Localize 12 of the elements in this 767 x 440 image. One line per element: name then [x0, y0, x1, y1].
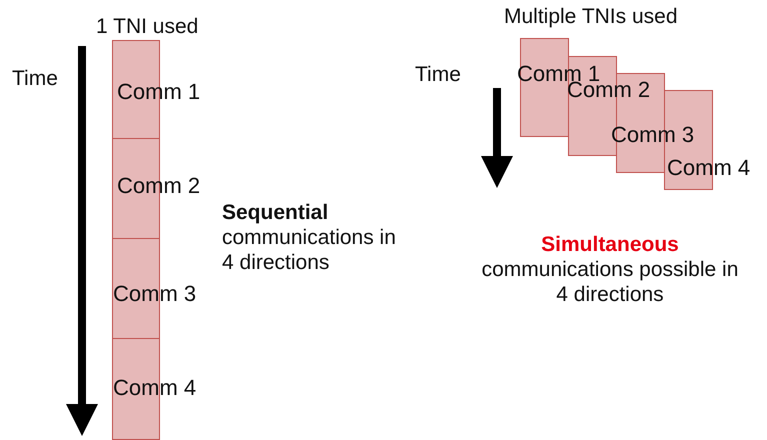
axis-label: Time [415, 62, 461, 87]
box-label: Comm 3 [113, 281, 196, 307]
box-label: Comm 4 [113, 375, 196, 401]
panel-heading: Multiple TNIs used [504, 4, 678, 29]
box-label: Comm 1 [117, 79, 200, 105]
axis-label: Time [12, 66, 58, 91]
caption: Simultaneous communications possible in 4 directions [480, 232, 740, 307]
box-label: Comm 3 [611, 122, 694, 148]
panel-heading: 1 TNI used [96, 14, 198, 39]
box-label: Comm 4 [667, 155, 750, 181]
box-label: Comm 2 [117, 173, 200, 199]
caption: Sequential communications in 4 directions [222, 200, 397, 275]
